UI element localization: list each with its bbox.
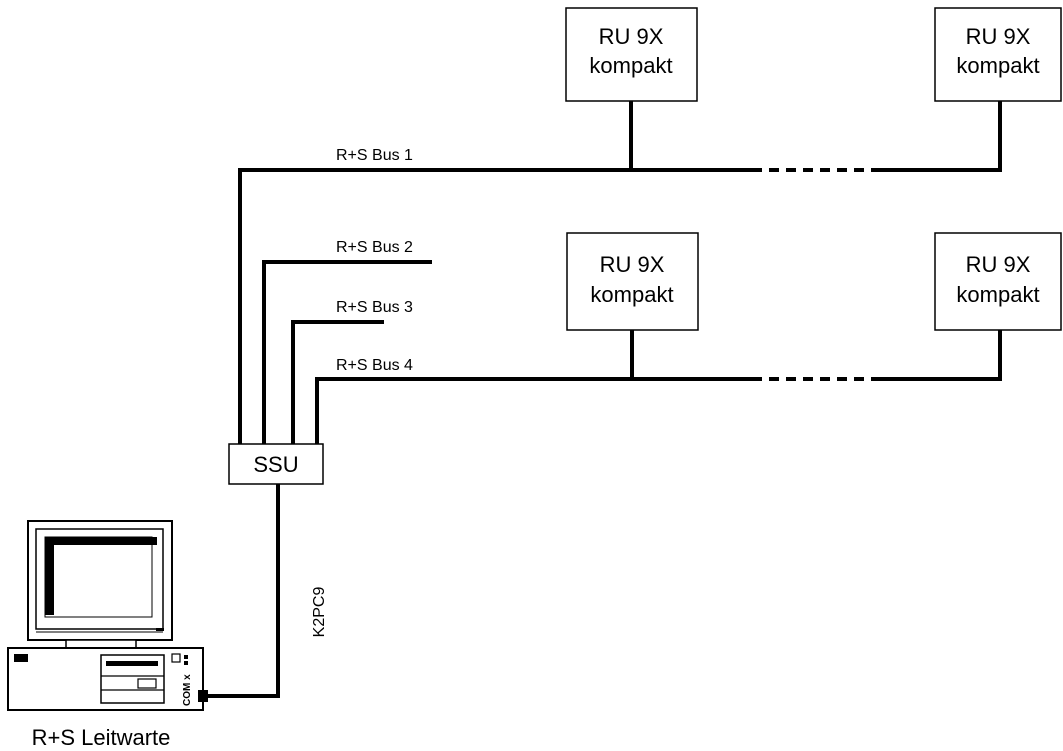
bus-3-label: R+S Bus 3	[336, 299, 413, 316]
device-2-line2: kompakt	[956, 53, 1039, 78]
ru-device-1: RU 9X kompakt	[566, 8, 697, 101]
computer-label: R+S Leitwarte	[32, 725, 171, 750]
bus-2-line	[264, 262, 432, 444]
ru-device-3: RU 9X kompakt	[567, 233, 698, 330]
k2pc9-cable	[208, 484, 278, 696]
bus-2-label: R+S Bus 2	[336, 239, 413, 256]
device-1-line1: RU 9X	[599, 24, 664, 49]
bus-1-label: R+S Bus 1	[336, 147, 413, 164]
ssu-label: SSU	[253, 452, 298, 477]
device-2-line1: RU 9X	[966, 24, 1031, 49]
bus-4-line	[317, 330, 1000, 444]
bus-3-line	[293, 322, 384, 444]
computer-icon	[8, 521, 208, 710]
device-3-line1: RU 9X	[600, 252, 665, 277]
device-4-line2: kompakt	[956, 282, 1039, 307]
ru-device-2: RU 9X kompakt	[935, 8, 1061, 101]
device-1-line2: kompakt	[589, 53, 672, 78]
bus-4-label: R+S Bus 4	[336, 357, 413, 374]
device-4-line1: RU 9X	[966, 252, 1031, 277]
cable-label: K2PC9	[311, 587, 328, 638]
com-port-label: COM x	[182, 674, 193, 706]
ru-device-4: RU 9X kompakt	[935, 233, 1061, 330]
ssu-box: SSU	[229, 444, 323, 484]
device-3-line2: kompakt	[590, 282, 673, 307]
